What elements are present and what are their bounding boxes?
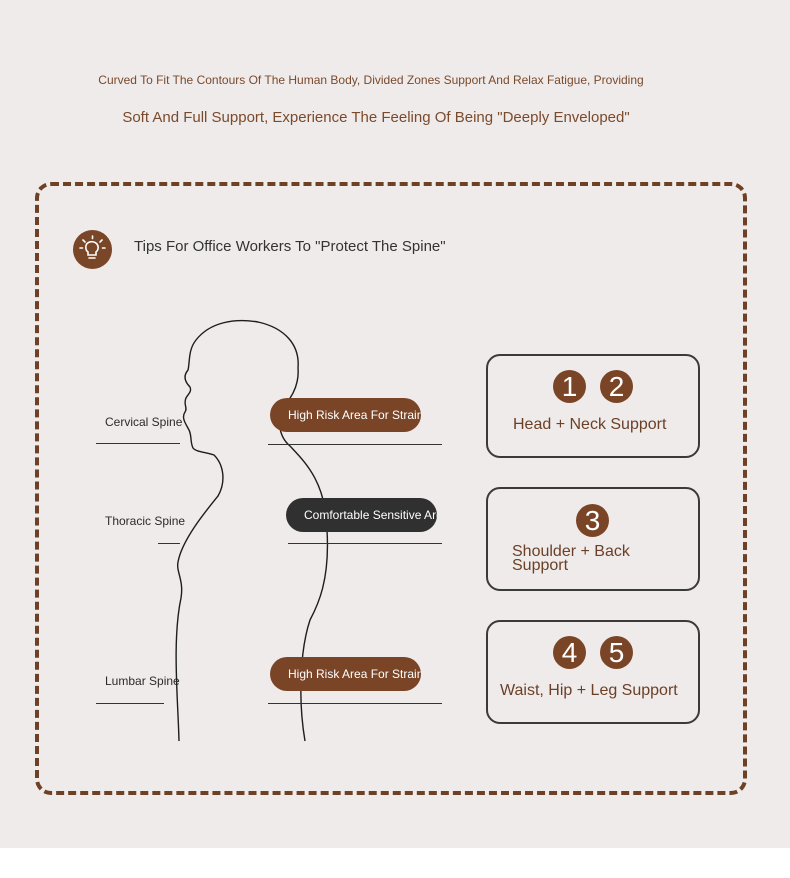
thoracic-left-rule [158,543,180,544]
lumbar-left-rule [96,703,164,704]
cervical-right-rule [268,444,442,445]
card-waist-hip-leg [486,620,700,724]
tips-panel [35,182,747,795]
cervical-left-rule [96,443,180,444]
thoracic-comfort-tag: Comfortable Sensitive Area [286,498,437,532]
tips-title: Tips For Office Workers To "Protect The … [134,238,446,255]
zone-number-4: 4 [553,636,586,669]
lumbar-risk-tag: High Risk Area For Strain [270,657,421,691]
cervical-risk-tag: High Risk Area For Strain [270,398,421,432]
card-head-neck-label: Head + Neck Support [513,416,667,433]
lumbar-spine-label: Lumbar Spine [105,674,180,688]
zone-number-2: 2 [600,370,633,403]
card-waist-hip-leg-label: Waist, Hip + Leg Support [500,682,678,699]
headline-line-1: Curved To Fit The Contours Of The Human … [98,73,644,87]
lightbulb-icon [73,230,112,269]
thoracic-spine-label: Thoracic Spine [105,514,186,528]
cervical-spine-label: Cervical Spine [105,415,183,429]
card-shoulder-back-label: Shoulder + Back Support [512,543,630,574]
card-head-neck [486,354,700,458]
zone-number-1: 1 [553,370,586,403]
lumbar-right-rule [268,703,442,704]
thoracic-right-rule [288,543,442,544]
headline-line-2: Soft And Full Support, Experience The Fe… [122,109,630,126]
card-shoulder-back [486,487,700,591]
zone-number-3: 3 [576,504,609,537]
zone-number-5: 5 [600,636,633,669]
